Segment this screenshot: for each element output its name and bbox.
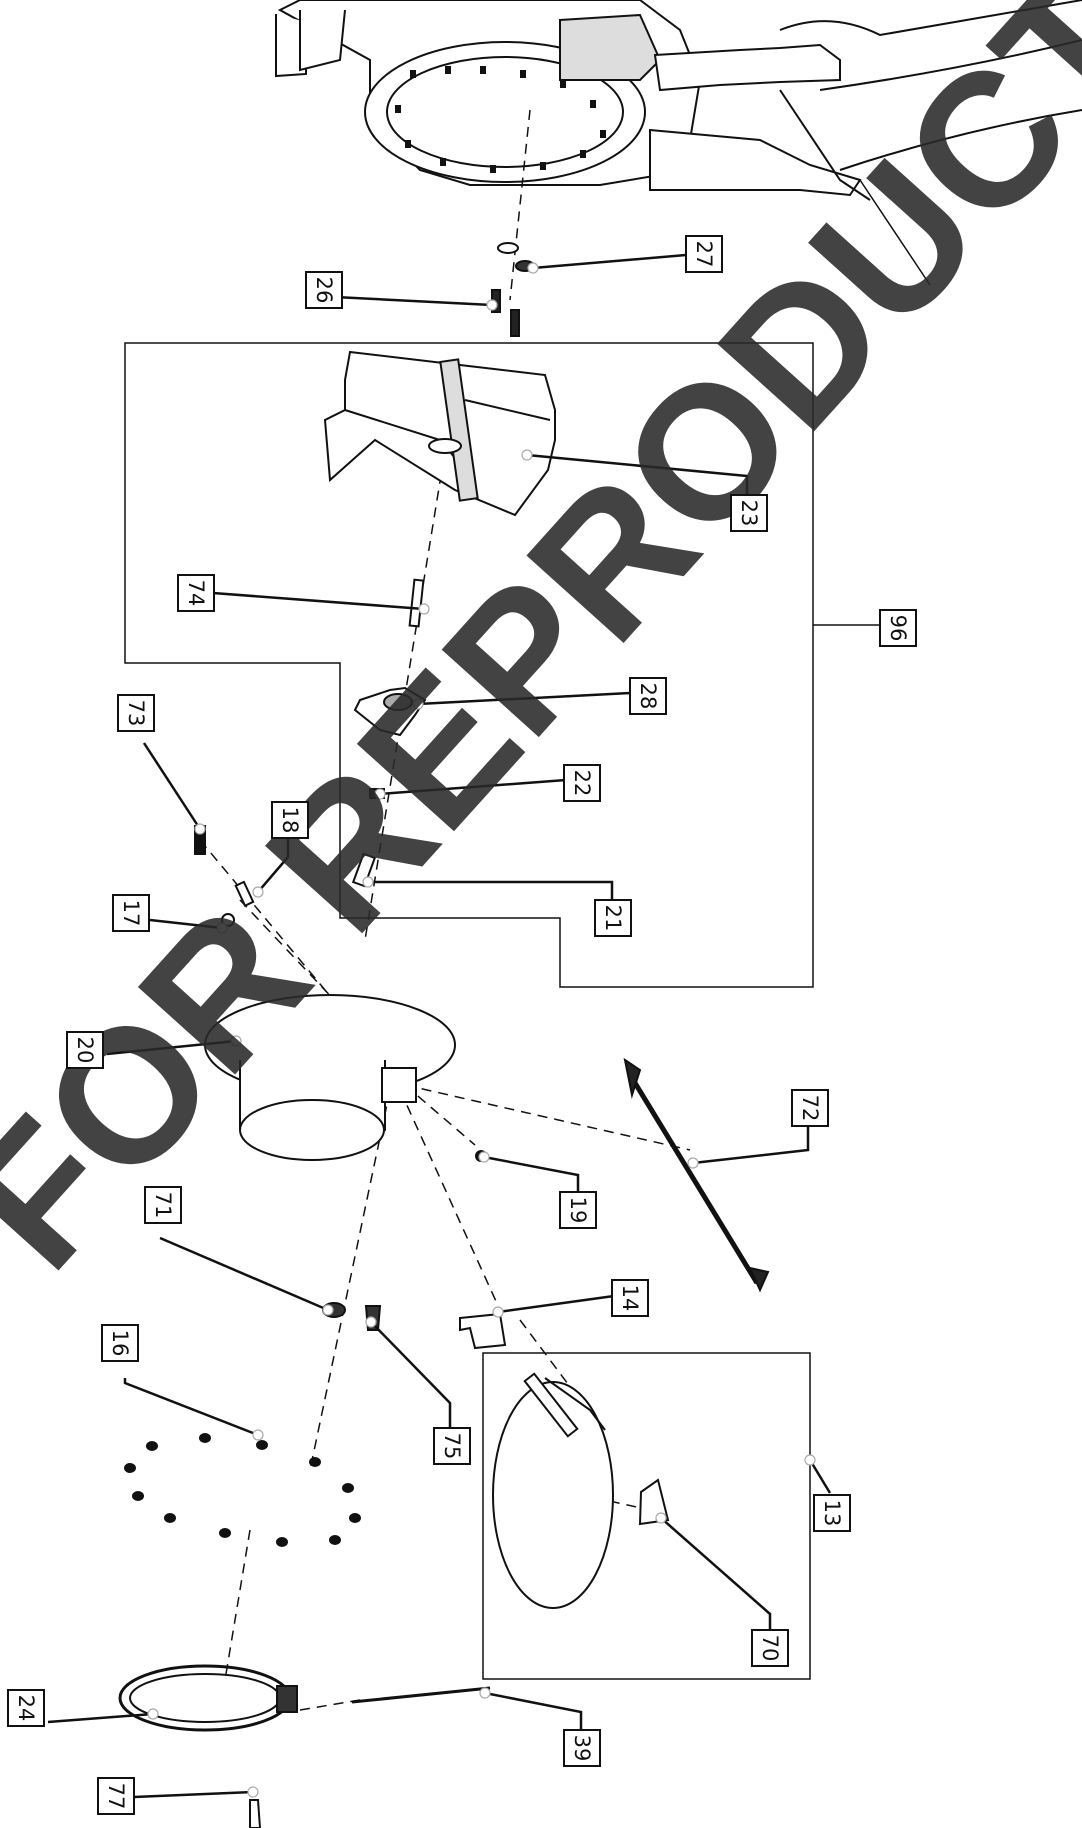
callout-box xyxy=(563,1729,601,1767)
callout-box xyxy=(685,235,723,273)
callout-box xyxy=(559,1191,597,1229)
callout-26: 26 xyxy=(305,271,343,309)
callout-39: 39 xyxy=(563,1729,601,1767)
callout-label: 21 xyxy=(601,905,625,932)
callout-box xyxy=(117,694,155,732)
callout-18: 18 xyxy=(271,801,309,839)
callout-box xyxy=(594,899,632,937)
kit-frame-lower xyxy=(482,1352,811,1680)
callout-73: 73 xyxy=(117,694,155,732)
callout-box xyxy=(813,1494,851,1532)
callout-label: 22 xyxy=(570,770,594,797)
callout-box xyxy=(791,1089,829,1127)
callout-label: 70 xyxy=(758,1635,782,1662)
callout-label: 75 xyxy=(440,1433,464,1460)
callout-label: 72 xyxy=(798,1095,822,1122)
callout-box xyxy=(751,1629,789,1667)
callout-14: 14 xyxy=(611,1279,649,1317)
callout-box xyxy=(563,764,601,802)
callout-21: 21 xyxy=(594,899,632,937)
callout-77: 77 xyxy=(97,1777,135,1815)
callout-box xyxy=(7,1689,45,1727)
callout-box xyxy=(101,1324,139,1362)
callout-label: 14 xyxy=(618,1285,642,1312)
callout-label: 13 xyxy=(820,1500,844,1527)
kit-frame-upper xyxy=(124,342,880,988)
callout-box xyxy=(177,574,215,612)
callout-label: 73 xyxy=(124,700,148,727)
callout-label: 23 xyxy=(737,500,761,527)
callout-box xyxy=(271,801,309,839)
callout-13: 13 xyxy=(813,1494,851,1532)
watermark: FOR REPRODUCTION xyxy=(0,0,1082,1307)
callout-label: 39 xyxy=(570,1735,594,1762)
callout-box xyxy=(611,1279,649,1317)
callout-label: 17 xyxy=(119,900,143,927)
callout-label: 28 xyxy=(636,683,660,710)
callout-box xyxy=(97,1777,135,1815)
callout-label: 19 xyxy=(566,1197,590,1224)
callout-19: 19 xyxy=(559,1191,597,1229)
callout-label: 26 xyxy=(312,277,336,304)
callout-24: 24 xyxy=(7,1689,45,1727)
leader-dots xyxy=(147,262,816,1798)
callout-box xyxy=(629,677,667,715)
callout-box xyxy=(879,609,917,647)
callout-label: 74 xyxy=(184,580,208,607)
callout-box xyxy=(144,1186,182,1224)
callout-20: 20 xyxy=(66,1031,104,1069)
callout-label: 71 xyxy=(151,1192,175,1219)
callout-box xyxy=(305,271,343,309)
callout-28: 28 xyxy=(629,677,667,715)
machine-housing xyxy=(275,0,1082,286)
callout-16: 16 xyxy=(101,1324,139,1362)
callout-72: 72 xyxy=(791,1089,829,1127)
ring-bolts xyxy=(395,66,606,173)
callout-96: 96 xyxy=(879,609,917,647)
callout-box xyxy=(730,494,768,532)
callout-box xyxy=(112,894,150,932)
callout-label: 27 xyxy=(692,241,716,268)
nut-ring-16 xyxy=(124,1433,361,1547)
callout-box xyxy=(66,1031,104,1069)
leader-lines xyxy=(47,253,832,1799)
callout-27: 27 xyxy=(685,235,723,273)
parts xyxy=(118,242,770,1828)
callout-label: 24 xyxy=(14,1695,38,1722)
callout-22: 22 xyxy=(563,764,601,802)
callout-70: 70 xyxy=(751,1629,789,1667)
callout-71: 71 xyxy=(144,1186,182,1224)
callout-label: 77 xyxy=(104,1783,128,1810)
callout-label: 18 xyxy=(278,807,302,834)
callout-17: 17 xyxy=(112,894,150,932)
callout-box xyxy=(433,1427,471,1465)
callout-74: 74 xyxy=(177,574,215,612)
callout-label: 20 xyxy=(73,1037,97,1064)
callout-75: 75 xyxy=(433,1427,471,1465)
callout-label: 96 xyxy=(886,615,910,642)
callout-label: 16 xyxy=(108,1330,132,1357)
callouts: 27 26 23 74 96 28 73 22 18 21 17 20 72 19 71 14 16 75 13 70… xyxy=(7,235,917,1815)
callout-23: 23 xyxy=(730,494,768,532)
